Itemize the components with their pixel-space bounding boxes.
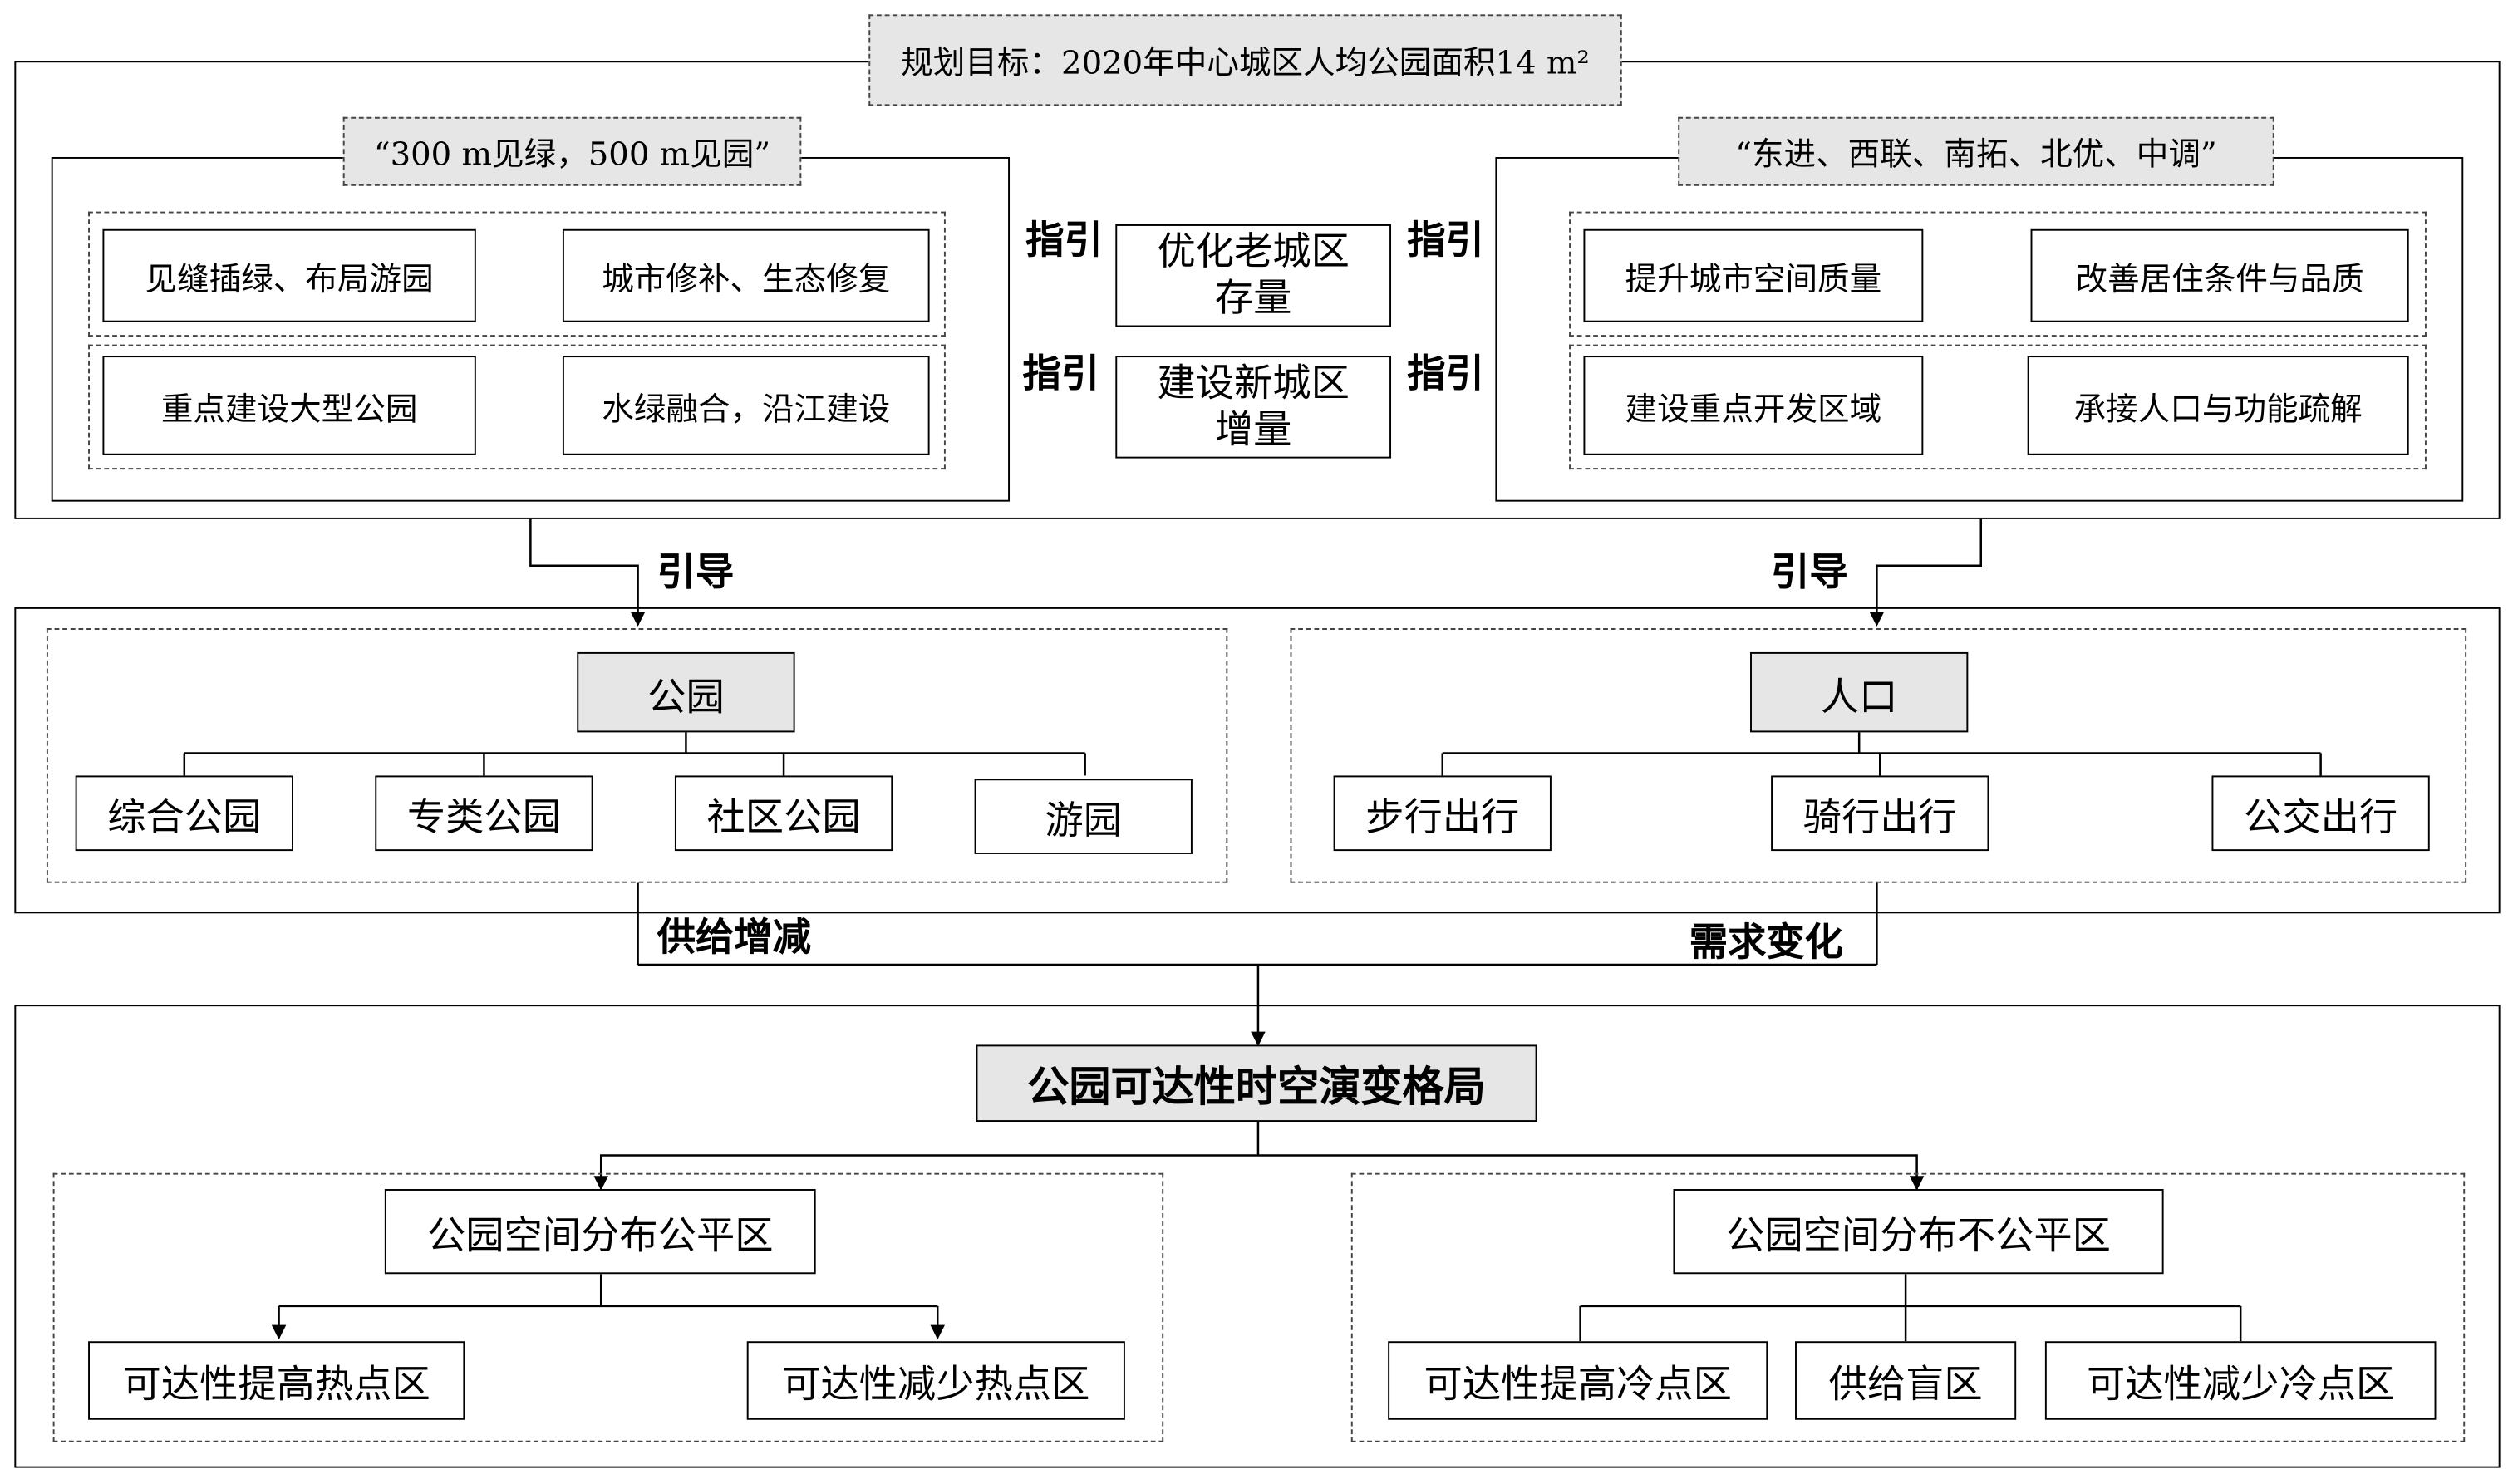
guide-label: 指引 bbox=[1407, 218, 1484, 263]
spatial-strategy-banner: “东进、西联、南拓、北优、中调” bbox=[1678, 116, 2274, 186]
planning-goal: 规划目标：2020年中心城区人均公园面积14 m² bbox=[868, 14, 1622, 106]
new-city-box: 建设新城区 增量 bbox=[1115, 356, 1392, 459]
green-space-banner: “300 m见绿，500 m见园” bbox=[342, 116, 802, 186]
green-space-row-2 bbox=[88, 344, 946, 470]
park-panel bbox=[46, 628, 1228, 883]
accessibility-title: 公园可达性时空演变格局 bbox=[976, 1044, 1537, 1123]
park-type-specialized: 专类公园 bbox=[375, 775, 593, 852]
demand-label: 需求变化 bbox=[1689, 920, 1843, 966]
fair-zone-panel bbox=[52, 1172, 1164, 1442]
supply-label: 供给增减 bbox=[657, 915, 811, 961]
travel-cycling: 骑行出行 bbox=[1771, 775, 1989, 852]
travel-walking: 步行出行 bbox=[1333, 775, 1552, 852]
hotspot-increase-box: 可达性提高热点区 bbox=[88, 1341, 465, 1420]
large-park-box: 重点建设大型公园 bbox=[102, 356, 476, 455]
park-header: 公园 bbox=[577, 651, 795, 733]
key-development-box: 建设重点开发区域 bbox=[1583, 356, 1924, 455]
guide-label: 指引 bbox=[1025, 218, 1103, 263]
accessibility-frame bbox=[14, 1005, 2501, 1468]
infill-green-box: 见缝插绿、布局游园 bbox=[102, 228, 476, 322]
old-city-box: 优化老城区 存量 bbox=[1115, 224, 1392, 327]
spatial-strategy-row-2 bbox=[1569, 344, 2427, 470]
guide-label: 指引 bbox=[1407, 351, 1484, 396]
population-panel bbox=[1290, 628, 2467, 883]
unfair-zone-panel bbox=[1350, 1172, 2466, 1442]
coldspot-decrease-box: 可达性减少冷点区 bbox=[2044, 1341, 2437, 1420]
park-type-comprehensive: 综合公园 bbox=[75, 775, 293, 852]
supply-blind-zone-box: 供给盲区 bbox=[1795, 1341, 2017, 1420]
living-quality-box: 改善居住条件与品质 bbox=[2030, 228, 2409, 322]
population-header: 人口 bbox=[1750, 651, 1969, 733]
supply-demand-frame bbox=[14, 607, 2501, 914]
travel-transit: 公交出行 bbox=[2211, 775, 2430, 852]
riverside-box: 水绿融合，沿江建设 bbox=[562, 356, 930, 455]
park-type-garden: 游园 bbox=[974, 779, 1193, 854]
space-quality-box: 提升城市空间质量 bbox=[1583, 228, 1924, 322]
fair-zone-box: 公园空间分布公平区 bbox=[384, 1189, 816, 1275]
urban-repair-box: 城市修补、生态修复 bbox=[562, 228, 930, 322]
park-type-community: 社区公园 bbox=[674, 775, 893, 852]
unfair-zone-box: 公园空间分布不公平区 bbox=[1673, 1189, 2164, 1275]
population-relief-box: 承接人口与功能疏解 bbox=[2027, 356, 2409, 455]
spatial-strategy-row-1 bbox=[1569, 211, 2427, 337]
green-space-row-1 bbox=[88, 211, 946, 337]
hotspot-decrease-box: 可达性减少热点区 bbox=[746, 1341, 1125, 1420]
coldspot-increase-box: 可达性提高冷点区 bbox=[1388, 1341, 1768, 1420]
lead-label: 引导 bbox=[657, 549, 735, 595]
guide-label: 指引 bbox=[1022, 351, 1100, 396]
lead-label: 引导 bbox=[1771, 549, 1848, 595]
